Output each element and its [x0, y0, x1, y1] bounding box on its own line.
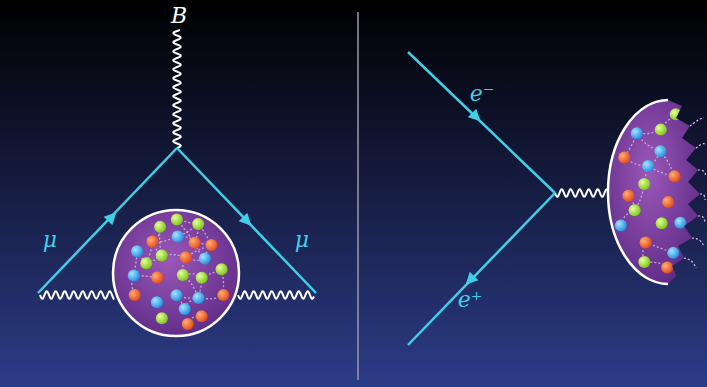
quark-ball: [216, 263, 228, 275]
boson-label: B: [171, 5, 187, 27]
quark-ball: [642, 160, 654, 172]
quark-ball: [667, 247, 679, 259]
quark-ball: [179, 303, 191, 315]
quark-ball: [192, 218, 204, 230]
photon-line: [173, 30, 181, 148]
quark-ball: [196, 272, 208, 284]
quark-ball: [196, 310, 208, 322]
quark-ball: [151, 296, 163, 308]
quark-ball: [615, 220, 627, 232]
quark-ball: [192, 292, 204, 304]
quark-ball: [182, 318, 194, 330]
quark-ball: [128, 269, 140, 281]
quark-ball: [629, 204, 641, 216]
gluon-tendril: [696, 144, 705, 148]
hadron-blob-edge: [608, 100, 668, 284]
quark-ball: [199, 253, 211, 265]
photon-line: [238, 291, 314, 299]
gluon-tendrils: [684, 118, 706, 268]
gluon-tendril: [698, 170, 706, 176]
hadron-blob: [113, 210, 239, 336]
quark-ball: [631, 127, 643, 139]
quark-ball: [140, 257, 152, 269]
quark-ball: [146, 236, 158, 248]
quark-gluon-soup: [615, 108, 687, 273]
photon-line: [40, 291, 114, 299]
gluon-tendril: [698, 216, 705, 222]
quark-ball: [172, 231, 184, 243]
gluon-tendril: [690, 118, 704, 126]
quark-ball: [662, 196, 674, 208]
particle-label: e⁺: [458, 289, 483, 311]
quark-ball: [156, 250, 168, 262]
quark-ball: [655, 124, 667, 136]
arrowhead: [468, 109, 485, 126]
arrowhead: [461, 272, 478, 289]
gluon-tendril: [684, 258, 696, 268]
quark-ball: [638, 178, 650, 190]
quark-ball: [638, 256, 650, 268]
particle-label: μ: [295, 229, 309, 251]
quark-ball: [171, 213, 183, 225]
quark-ball: [656, 217, 668, 229]
quark-gluon-soup: [128, 213, 230, 329]
quark-ball: [654, 145, 666, 157]
quark-ball: [205, 239, 217, 251]
photon-line: [555, 189, 613, 197]
quark-ball: [129, 289, 141, 301]
quark-ball: [661, 262, 673, 274]
arrowhead: [239, 213, 256, 230]
particle-label: e⁻: [470, 83, 495, 105]
positron-line: [408, 193, 555, 345]
quark-ball: [217, 289, 229, 301]
quark-ball: [670, 108, 682, 120]
quark-ball: [622, 190, 634, 202]
quark-ball: [177, 269, 189, 281]
arrowhead: [104, 208, 121, 225]
divider-line: [357, 12, 359, 380]
quark-ball: [674, 217, 686, 229]
quark-ball: [154, 221, 166, 233]
quark-ball: [618, 151, 630, 163]
quark-ball: [189, 237, 201, 249]
hadron-blob-half: [608, 100, 700, 284]
quark-ball: [131, 245, 143, 257]
gluon-tendril: [692, 238, 704, 246]
quark-ball: [171, 289, 183, 301]
quark-ball: [669, 170, 681, 182]
gluon-tendril: [700, 194, 705, 200]
quark-ball: [151, 272, 163, 284]
fermion-lines: [38, 52, 555, 345]
quark-ball: [180, 251, 192, 263]
quark-ball: [640, 237, 652, 249]
particle-label: μ: [43, 229, 57, 251]
quark-ball: [156, 312, 168, 324]
electron-line: [408, 52, 555, 193]
